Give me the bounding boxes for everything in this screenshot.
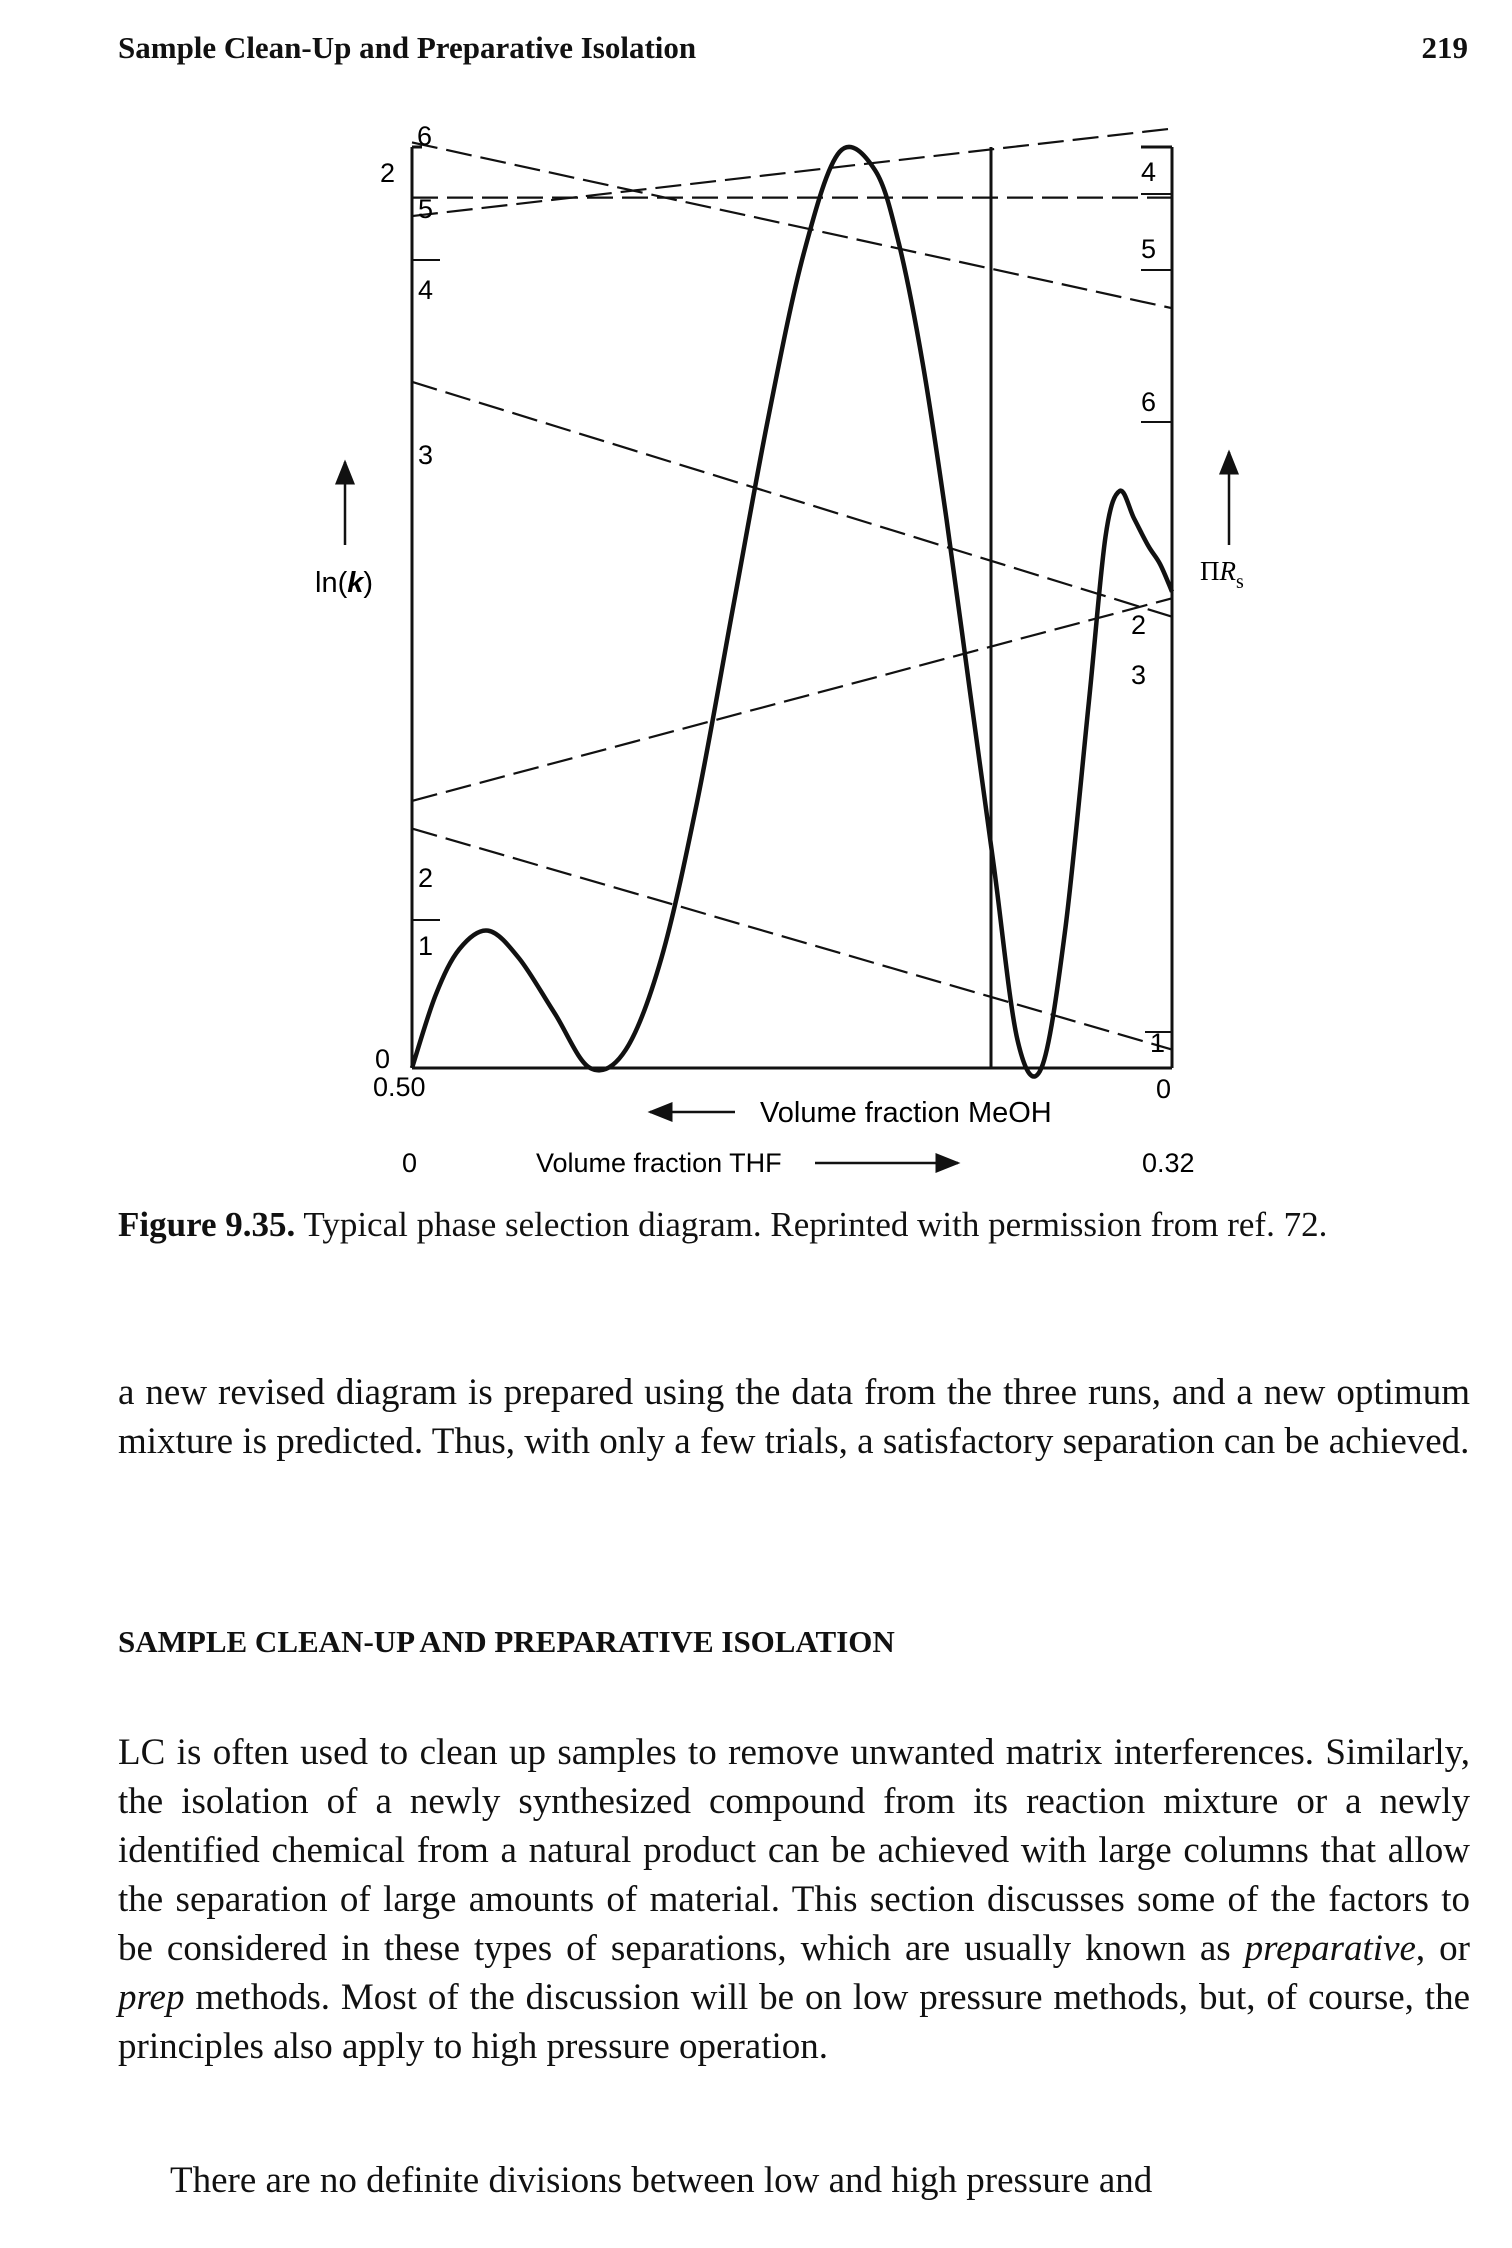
running-head: Sample Clean-Up and Preparative Isolatio… — [118, 30, 1468, 76]
section-heading: SAMPLE CLEAN-UP AND PREPARATIVE ISOLATIO… — [118, 1624, 895, 1659]
caption-text: Typical phase selection diagram. Reprint… — [295, 1205, 1328, 1244]
right-peak-label-3: 3 — [1131, 660, 1146, 690]
right-peak-labels: 4 5 6 2 3 1 — [1131, 157, 1165, 1058]
running-head-title: Sample Clean-Up and Preparative Isolatio… — [118, 30, 697, 65]
retention-line-3 — [411, 380, 1173, 618]
para2-term-preparative: preparative — [1244, 1928, 1416, 1969]
x-left-value-meoh: 0.50 — [373, 1072, 426, 1102]
page-number: 219 — [1421, 30, 1469, 65]
left-peak-label-3: 3 — [418, 440, 433, 470]
y-left-label-var: k — [347, 567, 365, 599]
retention-line-4 — [411, 127, 1173, 218]
right-peak-label-4: 4 — [1141, 157, 1156, 187]
retention-lines — [411, 127, 1173, 1051]
x-right-value-thf: 0.32 — [1142, 1148, 1195, 1178]
y-right-label-var: R — [1219, 556, 1237, 586]
y-right-label-sub: s — [1236, 571, 1244, 593]
right-peak-label-1: 1 — [1150, 1028, 1165, 1058]
paragraph-next: There are no definite divisions between … — [170, 2160, 1153, 2201]
retention-line-2 — [411, 597, 1173, 802]
y-left-label-main: ln( — [315, 567, 348, 599]
para2-text-b: , or — [1415, 1928, 1470, 1969]
right-peak-label-5: 5 — [1141, 234, 1156, 264]
y-left-label-end: ) — [363, 567, 373, 599]
figure-caption: Figure 9.35. Typical phase selection dia… — [118, 1204, 1470, 1246]
caption-label: Figure 9.35. — [118, 1205, 296, 1244]
right-peak-label-6: 6 — [1141, 387, 1156, 417]
left-peak-label-6: 6 — [417, 121, 432, 151]
y-left-label: ln(k) — [315, 567, 373, 599]
resolution-curve — [409, 144, 1175, 1079]
x-label-thf: Volume fraction THF — [536, 1148, 782, 1178]
paragraph-continuation: a new revised diagram is prepared using … — [118, 1372, 1470, 1462]
phase-selection-diagram: 2 0 0.50 0 0 0.32 Volume fraction MeOH V… — [315, 121, 1244, 1178]
x-right-value-meoh: 0 — [1156, 1074, 1171, 1104]
para2-text-c: methods. Most of the discussion will be … — [118, 1977, 1470, 2067]
x-left-value-thf: 0 — [402, 1148, 417, 1178]
y-left-bottom-tick: 0 — [375, 1044, 390, 1074]
paragraph-intro: LC is often used to clean up samples to … — [118, 1728, 1470, 2071]
y-left-top-tick: 2 — [380, 158, 395, 188]
para2-term-prep: prep — [118, 1977, 185, 2018]
y-right-label-main: Π — [1200, 556, 1220, 586]
left-peak-label-4: 4 — [418, 275, 433, 305]
y-right-label: ΠRs — [1200, 556, 1244, 593]
left-peak-label-2: 2 — [418, 863, 433, 893]
left-peak-label-1: 1 — [418, 931, 433, 961]
retention-line-6 — [411, 141, 1173, 310]
retention-line-1 — [411, 827, 1173, 1051]
resolution-product-curve — [409, 144, 1175, 1079]
x-label-meoh: Volume fraction MeOH — [760, 1097, 1052, 1129]
para2-text-a: LC is often used to clean up samples to … — [118, 1732, 1470, 1969]
left-peak-label-5: 5 — [418, 194, 433, 224]
left-peak-labels: 6 5 4 3 2 1 — [417, 121, 433, 961]
right-peak-label-2: 2 — [1131, 610, 1146, 640]
left-label-boxes — [412, 259, 440, 921]
right-label-boxes — [1141, 193, 1172, 1033]
